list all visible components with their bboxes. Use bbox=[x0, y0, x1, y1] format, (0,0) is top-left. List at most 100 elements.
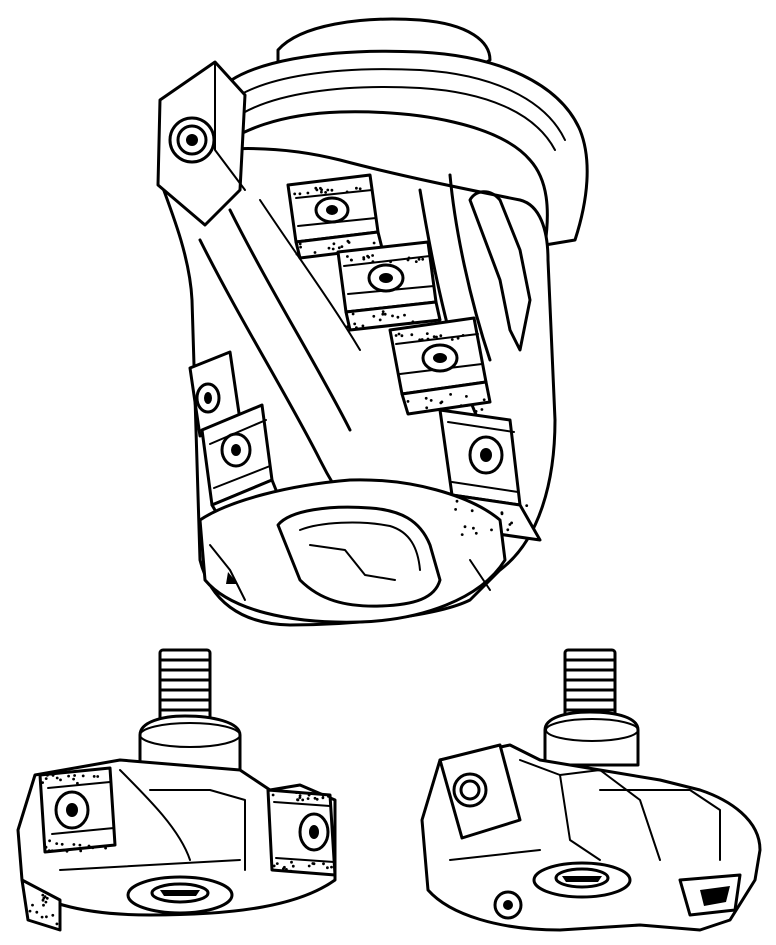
stipple-dot bbox=[28, 909, 32, 913]
stipple-dot bbox=[349, 258, 353, 262]
stipple-dot bbox=[41, 898, 45, 902]
stipple-dot bbox=[510, 521, 513, 525]
stipple-dot bbox=[289, 869, 293, 873]
stipple-dot bbox=[315, 188, 319, 192]
stipple-dot bbox=[407, 256, 411, 260]
stipple-dot bbox=[296, 798, 300, 802]
stipple-dot bbox=[410, 333, 414, 337]
stipple-dot bbox=[298, 794, 302, 797]
stipple-dot bbox=[73, 847, 77, 851]
stipple-dot bbox=[429, 399, 433, 402]
stipple-dot bbox=[45, 915, 48, 919]
stipple-dot bbox=[312, 862, 316, 866]
stipple-dot bbox=[459, 404, 463, 407]
stipple-dot bbox=[313, 796, 317, 800]
stipple-dot bbox=[282, 867, 285, 870]
stipple-dot bbox=[383, 312, 387, 316]
stipple-dot bbox=[381, 310, 385, 313]
coolant-pocket bbox=[276, 505, 442, 608]
stipple-dot bbox=[55, 776, 59, 780]
stipple-dot bbox=[306, 191, 310, 195]
stipple-dot bbox=[432, 335, 436, 339]
stipple-dot bbox=[424, 396, 428, 400]
stipple-dot bbox=[321, 796, 325, 800]
stipple-dot bbox=[353, 322, 357, 326]
stipple-dot bbox=[298, 192, 302, 196]
stipple-dot bbox=[290, 860, 293, 864]
stipple-dot bbox=[291, 864, 295, 868]
stipple-dot bbox=[340, 245, 344, 249]
stipple-dot bbox=[420, 338, 424, 341]
stipple-dot bbox=[389, 260, 392, 264]
stipple-dot bbox=[72, 843, 76, 846]
stipple-dot bbox=[345, 190, 349, 194]
stipple-dot bbox=[397, 332, 401, 336]
stipple-dot bbox=[414, 260, 418, 263]
stipple-dot bbox=[330, 865, 333, 869]
stipple-dot bbox=[295, 791, 298, 794]
stipple-dot bbox=[307, 864, 311, 868]
cartridge-right bbox=[420, 648, 762, 932]
stipple-dot bbox=[406, 258, 410, 262]
stipple-dot bbox=[319, 186, 322, 190]
stipple-dot bbox=[47, 849, 51, 852]
stipple-dot bbox=[306, 797, 310, 800]
stipple-dot bbox=[454, 508, 457, 511]
stipple-dot bbox=[275, 862, 279, 865]
stipple-dot bbox=[378, 318, 382, 322]
stipple-dot bbox=[361, 324, 365, 328]
stipple-dot bbox=[417, 257, 421, 261]
stipple-dot bbox=[332, 242, 336, 246]
stipple-dot bbox=[96, 775, 100, 778]
flange-ring bbox=[213, 49, 589, 247]
stipple-dot bbox=[347, 241, 351, 244]
stipple-dot bbox=[298, 242, 302, 246]
stipple-dot bbox=[35, 910, 39, 914]
stipple-dot bbox=[44, 900, 48, 904]
stipple-dot bbox=[463, 525, 467, 529]
stipple-dot bbox=[367, 255, 371, 259]
stipple-dot bbox=[272, 864, 276, 868]
stipple-dot bbox=[455, 499, 459, 503]
insert-stippling bbox=[28, 186, 529, 926]
stipple-dot bbox=[425, 406, 429, 410]
stipple-dot bbox=[490, 528, 493, 532]
stipple-dot bbox=[307, 793, 311, 797]
stipple-dot bbox=[322, 862, 325, 866]
stipple-dot bbox=[304, 239, 307, 243]
stipple-dot bbox=[321, 793, 325, 797]
stipple-dot bbox=[372, 314, 376, 318]
milling-cutter-body bbox=[156, 17, 589, 627]
stipple-dot bbox=[381, 312, 385, 316]
stipple-dot bbox=[371, 260, 375, 263]
stipple-dot bbox=[400, 334, 404, 338]
stipple-dot bbox=[313, 251, 317, 254]
stipple-dot bbox=[394, 334, 398, 337]
stipple-dot bbox=[50, 849, 54, 853]
stipple-dot bbox=[73, 774, 76, 777]
stipple-dot bbox=[331, 247, 335, 251]
stipple-dot bbox=[482, 398, 486, 402]
stipple-dot bbox=[299, 245, 302, 249]
stipple-dot bbox=[449, 393, 452, 396]
stipple-dot bbox=[500, 512, 504, 516]
stipple-dot bbox=[51, 913, 55, 917]
stipple-dot bbox=[371, 254, 374, 257]
stipple-dot bbox=[42, 896, 46, 900]
stipple-dot bbox=[439, 334, 443, 338]
stipple-dot bbox=[271, 793, 275, 797]
stipple-dot bbox=[326, 188, 330, 192]
stipple-dot bbox=[78, 843, 82, 847]
stipple-dot bbox=[355, 186, 358, 190]
stipple-dot bbox=[31, 903, 34, 907]
stipple-dot bbox=[470, 509, 474, 513]
stipple-dot bbox=[346, 325, 349, 329]
stipple-dot bbox=[330, 188, 334, 192]
stipple-dot bbox=[65, 849, 69, 853]
stipple-dot bbox=[450, 338, 454, 341]
stipple-dot bbox=[295, 252, 299, 256]
stipple-dot bbox=[372, 241, 376, 245]
stipple-dot bbox=[45, 896, 49, 900]
stipple-dot bbox=[293, 192, 297, 196]
